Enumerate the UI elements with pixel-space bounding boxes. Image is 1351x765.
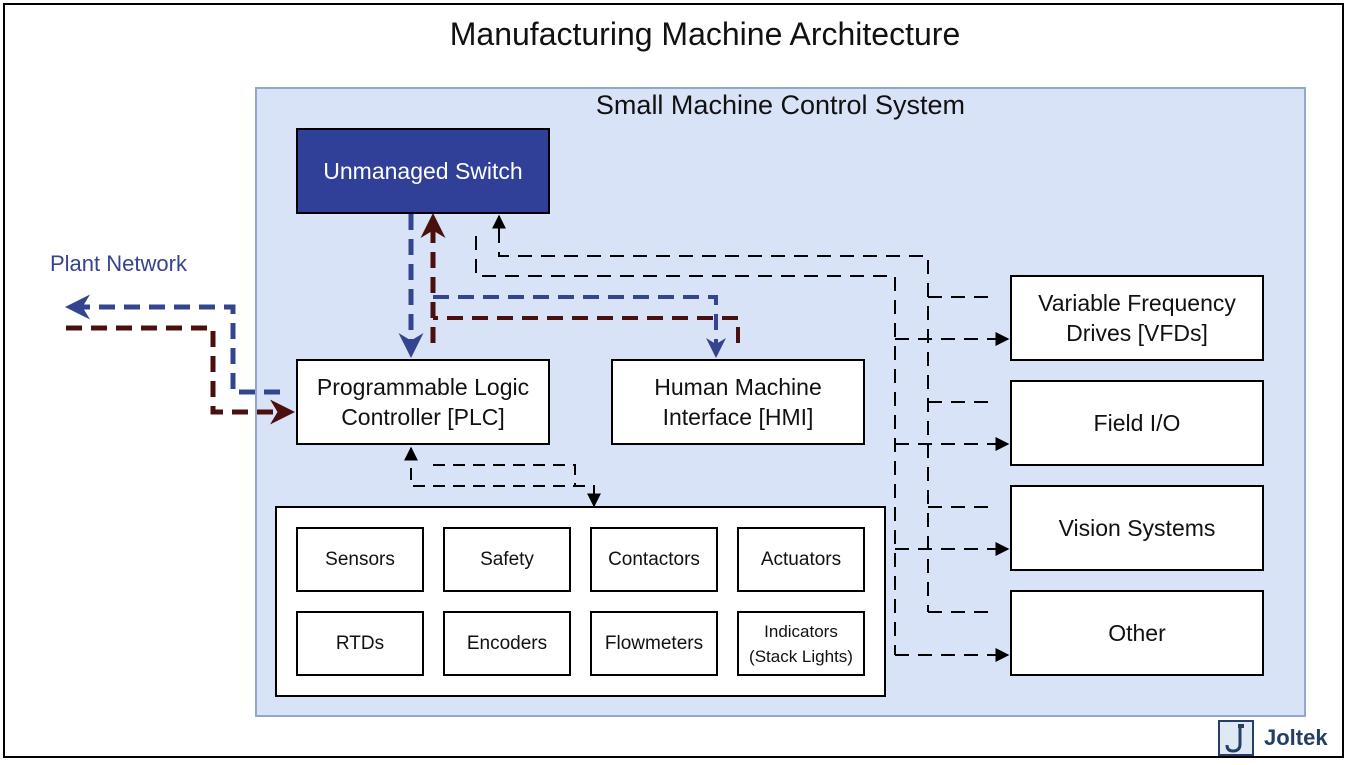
indicators-box: Indicators (Stack Lights) [737, 611, 865, 676]
plc-to-field-devices-link [404, 446, 601, 508]
joltek-logo-icon [1218, 720, 1254, 756]
control-system-title: Small Machine Control System [595, 90, 966, 120]
sensors-box: Sensors [296, 527, 424, 592]
vision-systems-box: Vision Systems [1010, 485, 1264, 571]
devices-to-switch-bus [475, 236, 896, 655]
diagram-title: Manufacturing Machine Architecture [449, 16, 961, 52]
actuators-box: Actuators [737, 527, 865, 592]
plant-network-label: Plant Network [50, 251, 187, 276]
unmanaged-switch-box: Unmanaged Switch [296, 128, 550, 214]
encoders-box: Encoders [443, 611, 571, 676]
field-io-box: Field I/O [1010, 380, 1264, 466]
hmi-box: Human Machine Interface [HMI] [611, 359, 865, 445]
other-box: Other [1010, 590, 1264, 676]
joltek-logo-text: Joltek [1264, 725, 1328, 750]
diagram-frame [3, 3, 1344, 758]
switch-to-hmi-blue-link [433, 295, 726, 358]
plc-box: Programmable Logic Controller [PLC] [296, 359, 550, 445]
rtds-box: RTDs [296, 611, 424, 676]
joltek-logo: Joltek [1218, 720, 1328, 756]
flowmeters-box: Flowmeters [590, 611, 718, 676]
hmi-to-switch-maroon-link [433, 316, 740, 343]
contactors-box: Contactors [590, 527, 718, 592]
switch-to-devices-bus [498, 229, 929, 612]
plant-network-maroon-link [66, 325, 295, 425]
safety-box: Safety [443, 527, 571, 592]
vfd-box: Variable Frequency Drives [VFDs] [1010, 275, 1264, 361]
plant-network-blue-link [65, 294, 280, 395]
